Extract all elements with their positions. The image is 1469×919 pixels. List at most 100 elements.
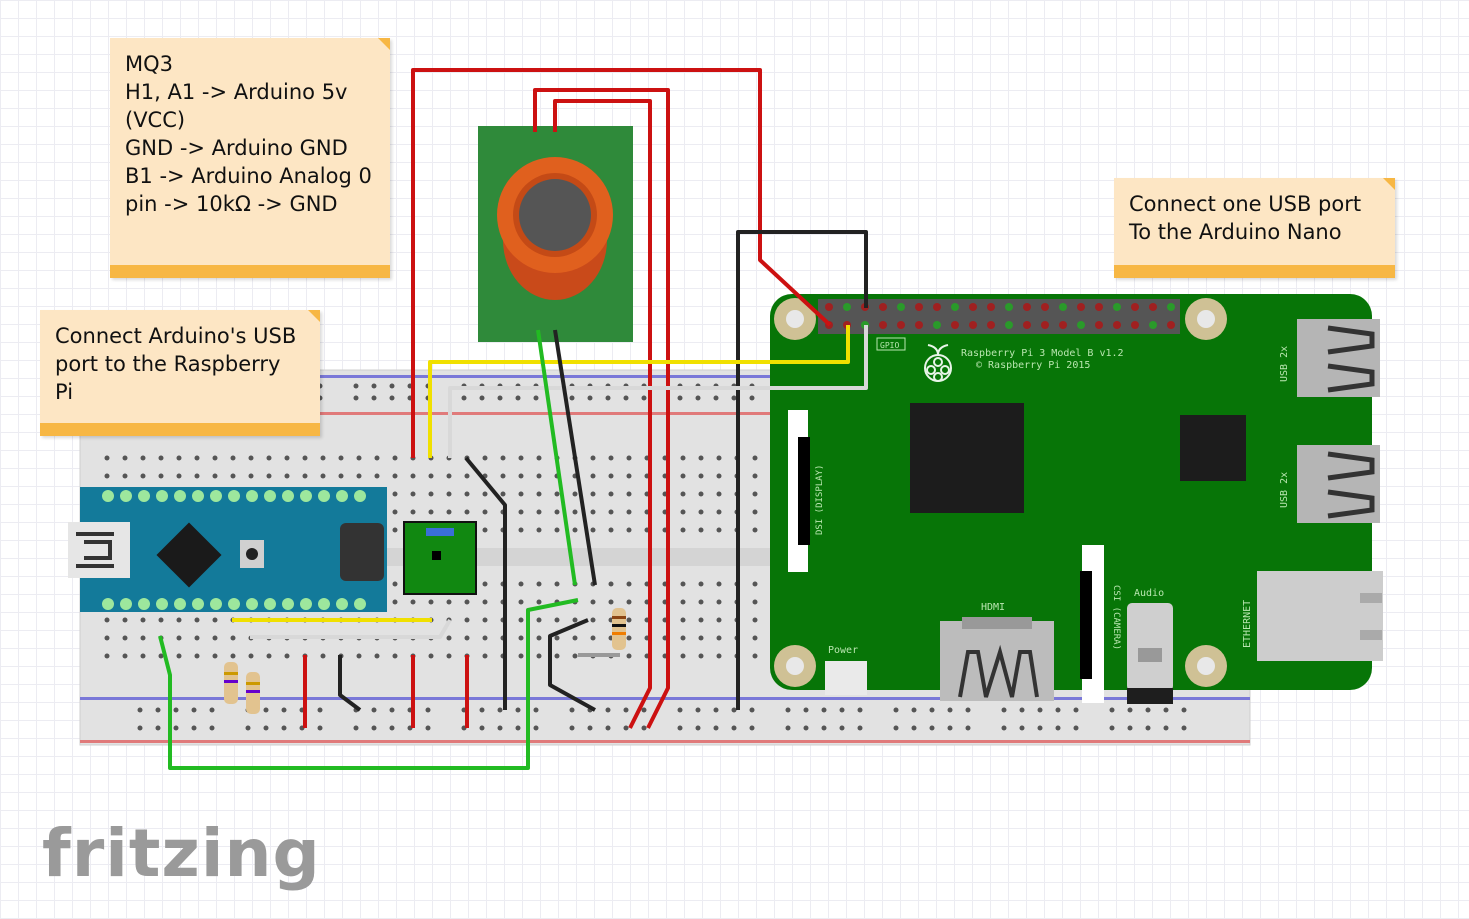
hole: [698, 635, 704, 641]
accelerometer-module: [403, 521, 477, 595]
hole: [482, 491, 488, 497]
hole: [731, 707, 737, 713]
hole: [500, 455, 506, 461]
hole: [1055, 725, 1061, 731]
hole: [1019, 725, 1025, 731]
hole: [893, 707, 899, 713]
hole: [446, 635, 452, 641]
hole: [533, 707, 539, 713]
hole: [194, 617, 200, 623]
gpio-pin: [969, 303, 977, 311]
ethernet-port[interactable]: [1257, 571, 1383, 661]
hole: [626, 473, 632, 479]
hole: [680, 473, 686, 479]
hdmi-label: HDMI: [981, 602, 1005, 613]
mini-usb-port[interactable]: [68, 522, 130, 578]
usb-port-bottom[interactable]: [1297, 445, 1380, 523]
hole: [356, 653, 362, 659]
hole: [464, 473, 470, 479]
note-line: H1, A1 -> Arduino 5v: [125, 80, 348, 104]
hole: [497, 707, 503, 713]
hole: [497, 725, 503, 731]
hole: [302, 455, 308, 461]
csi-connector: [1080, 545, 1104, 703]
hole: [230, 473, 236, 479]
hole: [677, 707, 683, 713]
hole: [752, 653, 758, 659]
pin: [300, 598, 312, 610]
hole: [518, 581, 524, 587]
hole: [716, 527, 722, 533]
gpio-pin: [1149, 303, 1157, 311]
hole: [911, 707, 917, 713]
hole: [965, 707, 971, 713]
note-fold: [308, 310, 320, 322]
hole: [482, 509, 488, 515]
hole: [749, 707, 755, 713]
hole: [266, 455, 272, 461]
pin: [264, 598, 276, 610]
hole: [716, 653, 722, 659]
hole: [929, 725, 935, 731]
pin: [336, 490, 348, 502]
hole: [104, 473, 110, 479]
pin: [102, 490, 114, 502]
hole: [713, 395, 719, 401]
hole: [569, 395, 575, 401]
hole: [248, 473, 254, 479]
pin: [246, 598, 258, 610]
hole: [731, 395, 737, 401]
hole: [1037, 725, 1043, 731]
gpio-pin: [843, 303, 851, 311]
note-resize-bar[interactable]: [1114, 265, 1395, 278]
gpio-pin: [933, 321, 941, 329]
hole: [536, 653, 542, 659]
gpio-header[interactable]: [818, 299, 1180, 334]
hole: [893, 725, 899, 731]
hole: [392, 527, 398, 533]
note-line: Connect one USB port: [1129, 192, 1362, 216]
hole: [590, 635, 596, 641]
hole: [410, 599, 416, 605]
usb-port-top[interactable]: [1297, 319, 1380, 397]
power-port[interactable]: [825, 661, 867, 695]
hole: [518, 509, 524, 515]
hole: [281, 725, 287, 731]
hole: [572, 491, 578, 497]
gpio-pin: [933, 303, 941, 311]
hole: [518, 599, 524, 605]
hole: [626, 455, 632, 461]
gpio-pin: [1095, 303, 1103, 311]
note-resize-bar[interactable]: [40, 423, 320, 436]
hdmi-port[interactable]: [940, 617, 1054, 701]
fritzing-logo: fritzing: [42, 815, 321, 892]
hole: [1145, 707, 1151, 713]
hole: [608, 599, 614, 605]
pin: [228, 598, 240, 610]
pin: [210, 598, 222, 610]
audio-jack[interactable]: [1127, 603, 1173, 704]
raspberry-pi-board[interactable]: GPIO Raspberry Pi 3 Model B v1.2 © Raspb…: [770, 294, 1383, 704]
hole: [230, 455, 236, 461]
note-resize-bar[interactable]: [110, 265, 390, 278]
hole: [623, 707, 629, 713]
hole: [752, 581, 758, 587]
wire-black-s1: [338, 655, 362, 712]
hole: [353, 383, 359, 389]
hole: [698, 599, 704, 605]
icsp-header: [340, 523, 384, 581]
hole: [587, 395, 593, 401]
wire-green-sensor: [536, 329, 577, 586]
arduino-nano[interactable]: [68, 487, 387, 612]
hole: [374, 473, 380, 479]
hole: [590, 527, 596, 533]
hole: [749, 395, 755, 401]
hole: [248, 455, 254, 461]
wires[interactable]: [158, 68, 868, 770]
hole: [446, 653, 452, 659]
hole: [464, 617, 470, 623]
hole: [230, 653, 236, 659]
